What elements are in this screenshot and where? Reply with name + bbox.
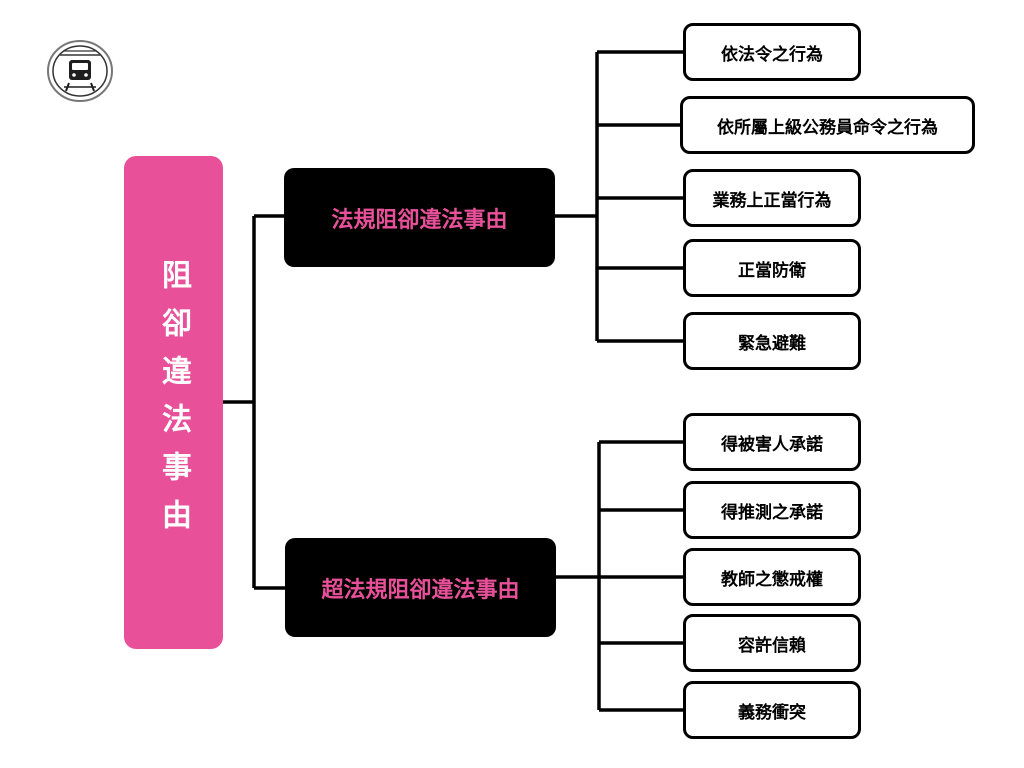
leaf-node: 業務上正當行為 (683, 169, 861, 227)
leaf-node: 依法令之行為 (683, 23, 861, 81)
leaf-node: 容許信賴 (683, 614, 861, 672)
train-icon (47, 40, 113, 102)
leaf-node: 依所屬上級公務員命令之行為 (680, 96, 975, 154)
category-extra-statutory: 超法規阻卻違法事由 (285, 538, 556, 637)
leaf-node: 得被害人承諾 (683, 413, 861, 471)
leaf-node: 教師之懲戒權 (683, 548, 861, 606)
root-node: 阻卻違法事由 (124, 156, 223, 649)
leaf-node: 緊急避難 (683, 312, 861, 370)
logo (46, 39, 114, 103)
category-statutory: 法規阻卻違法事由 (284, 168, 555, 267)
leaf-node: 得推測之承諾 (683, 481, 861, 539)
leaf-node: 義務衝突 (683, 681, 861, 739)
root-label: 阻卻違法事由 (156, 258, 191, 547)
leaf-node: 正當防衛 (683, 239, 861, 297)
